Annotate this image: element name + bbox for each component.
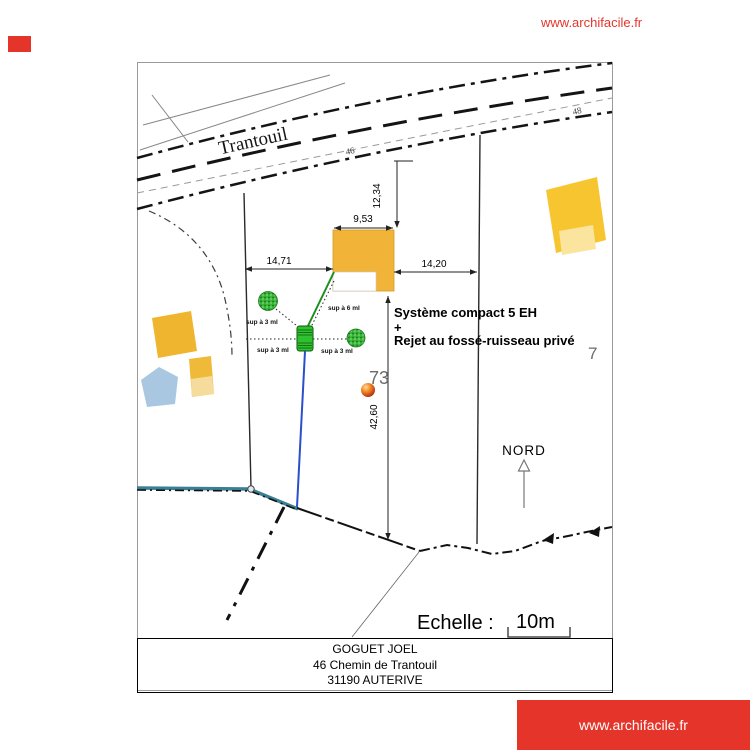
neighbour-terrace-top-right bbox=[559, 225, 596, 255]
dim-text-42-60: 42,60 bbox=[369, 404, 380, 429]
distance-dotted-rays bbox=[246, 280, 347, 340]
road-cross-line bbox=[151, 94, 189, 143]
dimension-labels: 14,71 14,20 9,53 12,34 42,60 bbox=[266, 183, 446, 429]
survey-arrow-mark bbox=[589, 526, 600, 537]
parcel-boundaries bbox=[243, 134, 481, 545]
dim-text-12-34: 12,34 bbox=[372, 183, 383, 208]
road-group: Trantouil 46 48 bbox=[136, 61, 613, 211]
drawing-border bbox=[137, 62, 613, 691]
setback-label-lower-right: sup à 3 ml bbox=[321, 348, 353, 355]
road-marker-46: 46 bbox=[345, 145, 356, 157]
setback-label-upper-left: sup à 3 ml bbox=[246, 319, 278, 326]
south-boundary-mid bbox=[296, 507, 421, 552]
ditch-stream-teal bbox=[248, 487, 299, 511]
parcel-number-73: 73 bbox=[369, 368, 390, 388]
parcel-boundary-right bbox=[476, 134, 481, 545]
ditch-stream-teal bbox=[136, 486, 250, 491]
tree-icon bbox=[346, 328, 366, 348]
southwest-dashdot-boundary bbox=[225, 506, 286, 621]
system-note-line2: + bbox=[394, 320, 402, 335]
building-terrace-notch bbox=[332, 271, 377, 292]
title-block: GOGUET JOEL 46 Chemin de Trantouil 31190… bbox=[137, 638, 613, 693]
survey-arrow-mark bbox=[543, 533, 554, 544]
north-arrow bbox=[517, 458, 531, 508]
cadastral-dashed-curve bbox=[148, 210, 233, 358]
road-edge-thin-line bbox=[142, 74, 331, 126]
parcel-number-7: 7 bbox=[588, 344, 598, 363]
dimension-group bbox=[245, 160, 477, 540]
scale-label: Echelle : bbox=[417, 612, 494, 634]
ditch-and-boundaries bbox=[136, 485, 613, 638]
north-label: NORD bbox=[502, 443, 546, 458]
owner-city: 31190 AUTERIVE bbox=[327, 673, 423, 687]
main-building bbox=[332, 229, 395, 292]
dimension-arrows bbox=[245, 221, 477, 540]
parcel-boundary-left bbox=[243, 192, 252, 489]
dim-line-12-34 bbox=[394, 160, 413, 227]
archifacile-url-top[interactable]: www.archifacile.fr bbox=[541, 15, 643, 30]
boundary-dashdot-over-ditch bbox=[136, 489, 299, 511]
north-arrow-head bbox=[517, 458, 531, 472]
neighbour-buildings bbox=[141, 177, 606, 407]
road-axis-dash bbox=[136, 86, 613, 182]
pool-shape bbox=[141, 367, 178, 407]
septic-tank-hatch bbox=[298, 329, 312, 349]
scale-value: 10m bbox=[516, 611, 555, 633]
neighbour-annex-left-light bbox=[191, 376, 214, 397]
boundary-junction-node bbox=[247, 485, 255, 493]
road-center-dashed bbox=[136, 97, 613, 194]
discharge-pipe-blue bbox=[296, 350, 306, 508]
setback-label-upper-right: sup à 6 ml bbox=[328, 305, 360, 312]
marker-ball bbox=[361, 383, 375, 397]
scale-bar-bracket bbox=[507, 627, 571, 638]
tree-icon bbox=[258, 291, 278, 311]
archifacile-logo-mark bbox=[8, 36, 31, 52]
leader-thin-line bbox=[351, 551, 420, 638]
dim-text-14-71: 14,71 bbox=[266, 256, 291, 267]
owner-name: GOGUET JOEL bbox=[332, 642, 418, 656]
system-note-line3: Rejet au fossé-ruisseau privé bbox=[394, 333, 575, 348]
dim-text-14-20: 14,20 bbox=[421, 259, 446, 270]
owner-address: 46 Chemin de Trantouil bbox=[312, 657, 438, 672]
dim-text-9-53: 9,53 bbox=[353, 214, 373, 225]
green-pipe-line bbox=[306, 271, 335, 329]
setback-label-lower-left: sup à 3 ml bbox=[257, 347, 289, 354]
road-edge-thin-line bbox=[139, 82, 346, 151]
archifacile-url-banner[interactable]: www.archifacile.fr bbox=[579, 717, 688, 733]
neighbour-building-left bbox=[152, 311, 197, 358]
sanitation-group bbox=[246, 271, 375, 508]
road-marker-48: 48 bbox=[572, 105, 583, 117]
south-boundary-right bbox=[419, 526, 613, 556]
archifacile-banner[interactable]: www.archifacile.fr bbox=[517, 700, 750, 750]
system-note-line1: Système compact 5 EH bbox=[394, 305, 538, 320]
road-dashdot-top bbox=[136, 61, 613, 160]
road-dashdot-bottom bbox=[136, 110, 613, 211]
